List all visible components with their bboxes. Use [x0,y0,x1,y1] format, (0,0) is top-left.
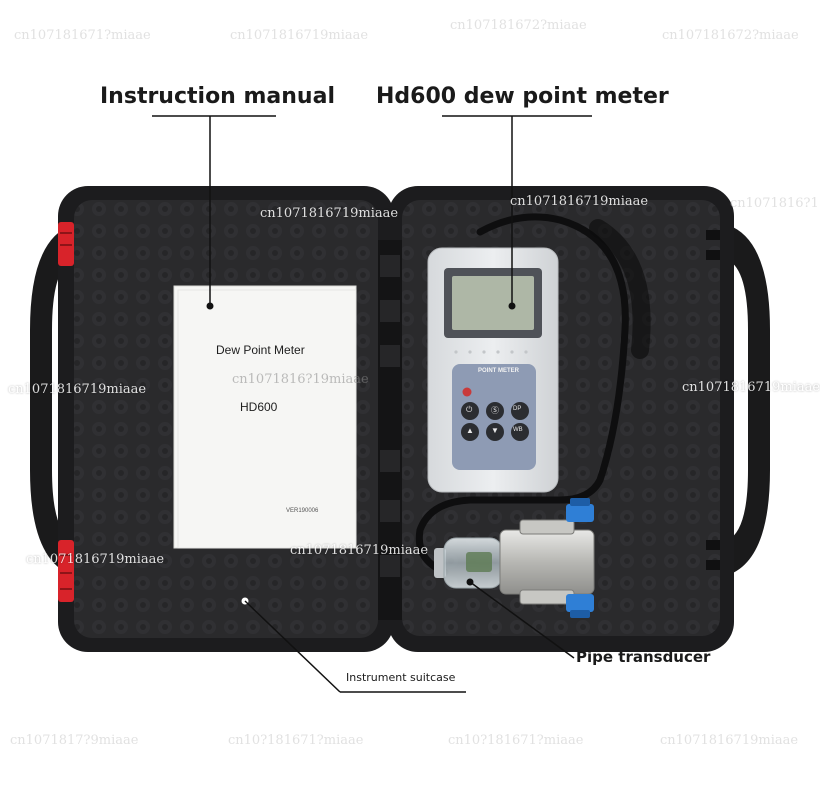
latch-bottom [58,540,74,602]
watermark: cn1071816719miaae [230,28,369,43]
product-photo: Instruction manual Hd600 dew point meter… [8,18,820,748]
sensor-cable [415,213,629,576]
scene-drawing [30,115,770,693]
watermark: cn107181671?miaae [14,28,151,43]
key-label-2: Ⓢ [491,406,499,415]
device-screen [452,276,534,330]
callout-suitcase: Instrument suitcase [346,671,456,684]
watermark: cn1071816719miaae [26,552,165,567]
watermark: cn1071816719miaae [682,380,820,395]
key-label-6: WB [513,427,523,433]
watermark: cn1071816?1 [730,196,819,211]
transducer-sensor [466,552,492,572]
left-handle [30,225,72,575]
watermark: cn1071816719miaae [8,382,147,397]
callout-instruction-manual: Instruction manual [100,84,335,109]
watermark: cn1071816719miaae [660,733,799,748]
watermark: cn107181672?miaae [662,28,799,43]
manual-title: Dew Point Meter [216,343,305,357]
key-label-5: ▼ [491,426,499,435]
watermark: cn1071816719miaae [290,543,429,558]
watermark: cn1071816719miaae [260,206,399,221]
transducer-cap-left [434,548,446,578]
fitting-top [566,504,594,522]
fitting-bottom [566,594,594,612]
callout-pipe-transducer: Pipe transducer [576,648,711,666]
right-handle [728,225,770,575]
device-panel-label: POINT METER [478,368,520,374]
watermark: cn1071817?9miaae [10,733,139,748]
manual-version: VER190006 [286,508,319,514]
watermark: cn107181672?miaae [450,18,587,33]
watermark: cn10?181671?miaae [228,733,364,748]
key-label-4: ▲ [466,426,474,435]
callout-meter: Hd600 dew point meter [376,84,669,109]
manual-model: HD600 [240,400,278,414]
key-label-3: DP [513,406,522,412]
watermark: cn1071816719miaae [510,194,649,209]
watermark: cn10?181671?miaae [448,733,584,748]
transducer-block [499,529,595,595]
manual-booklet [173,285,357,549]
key-label-1: ⏻ [466,405,473,414]
keypad-keys [461,387,529,441]
watermark: cn1071816?19miaae [232,372,369,387]
